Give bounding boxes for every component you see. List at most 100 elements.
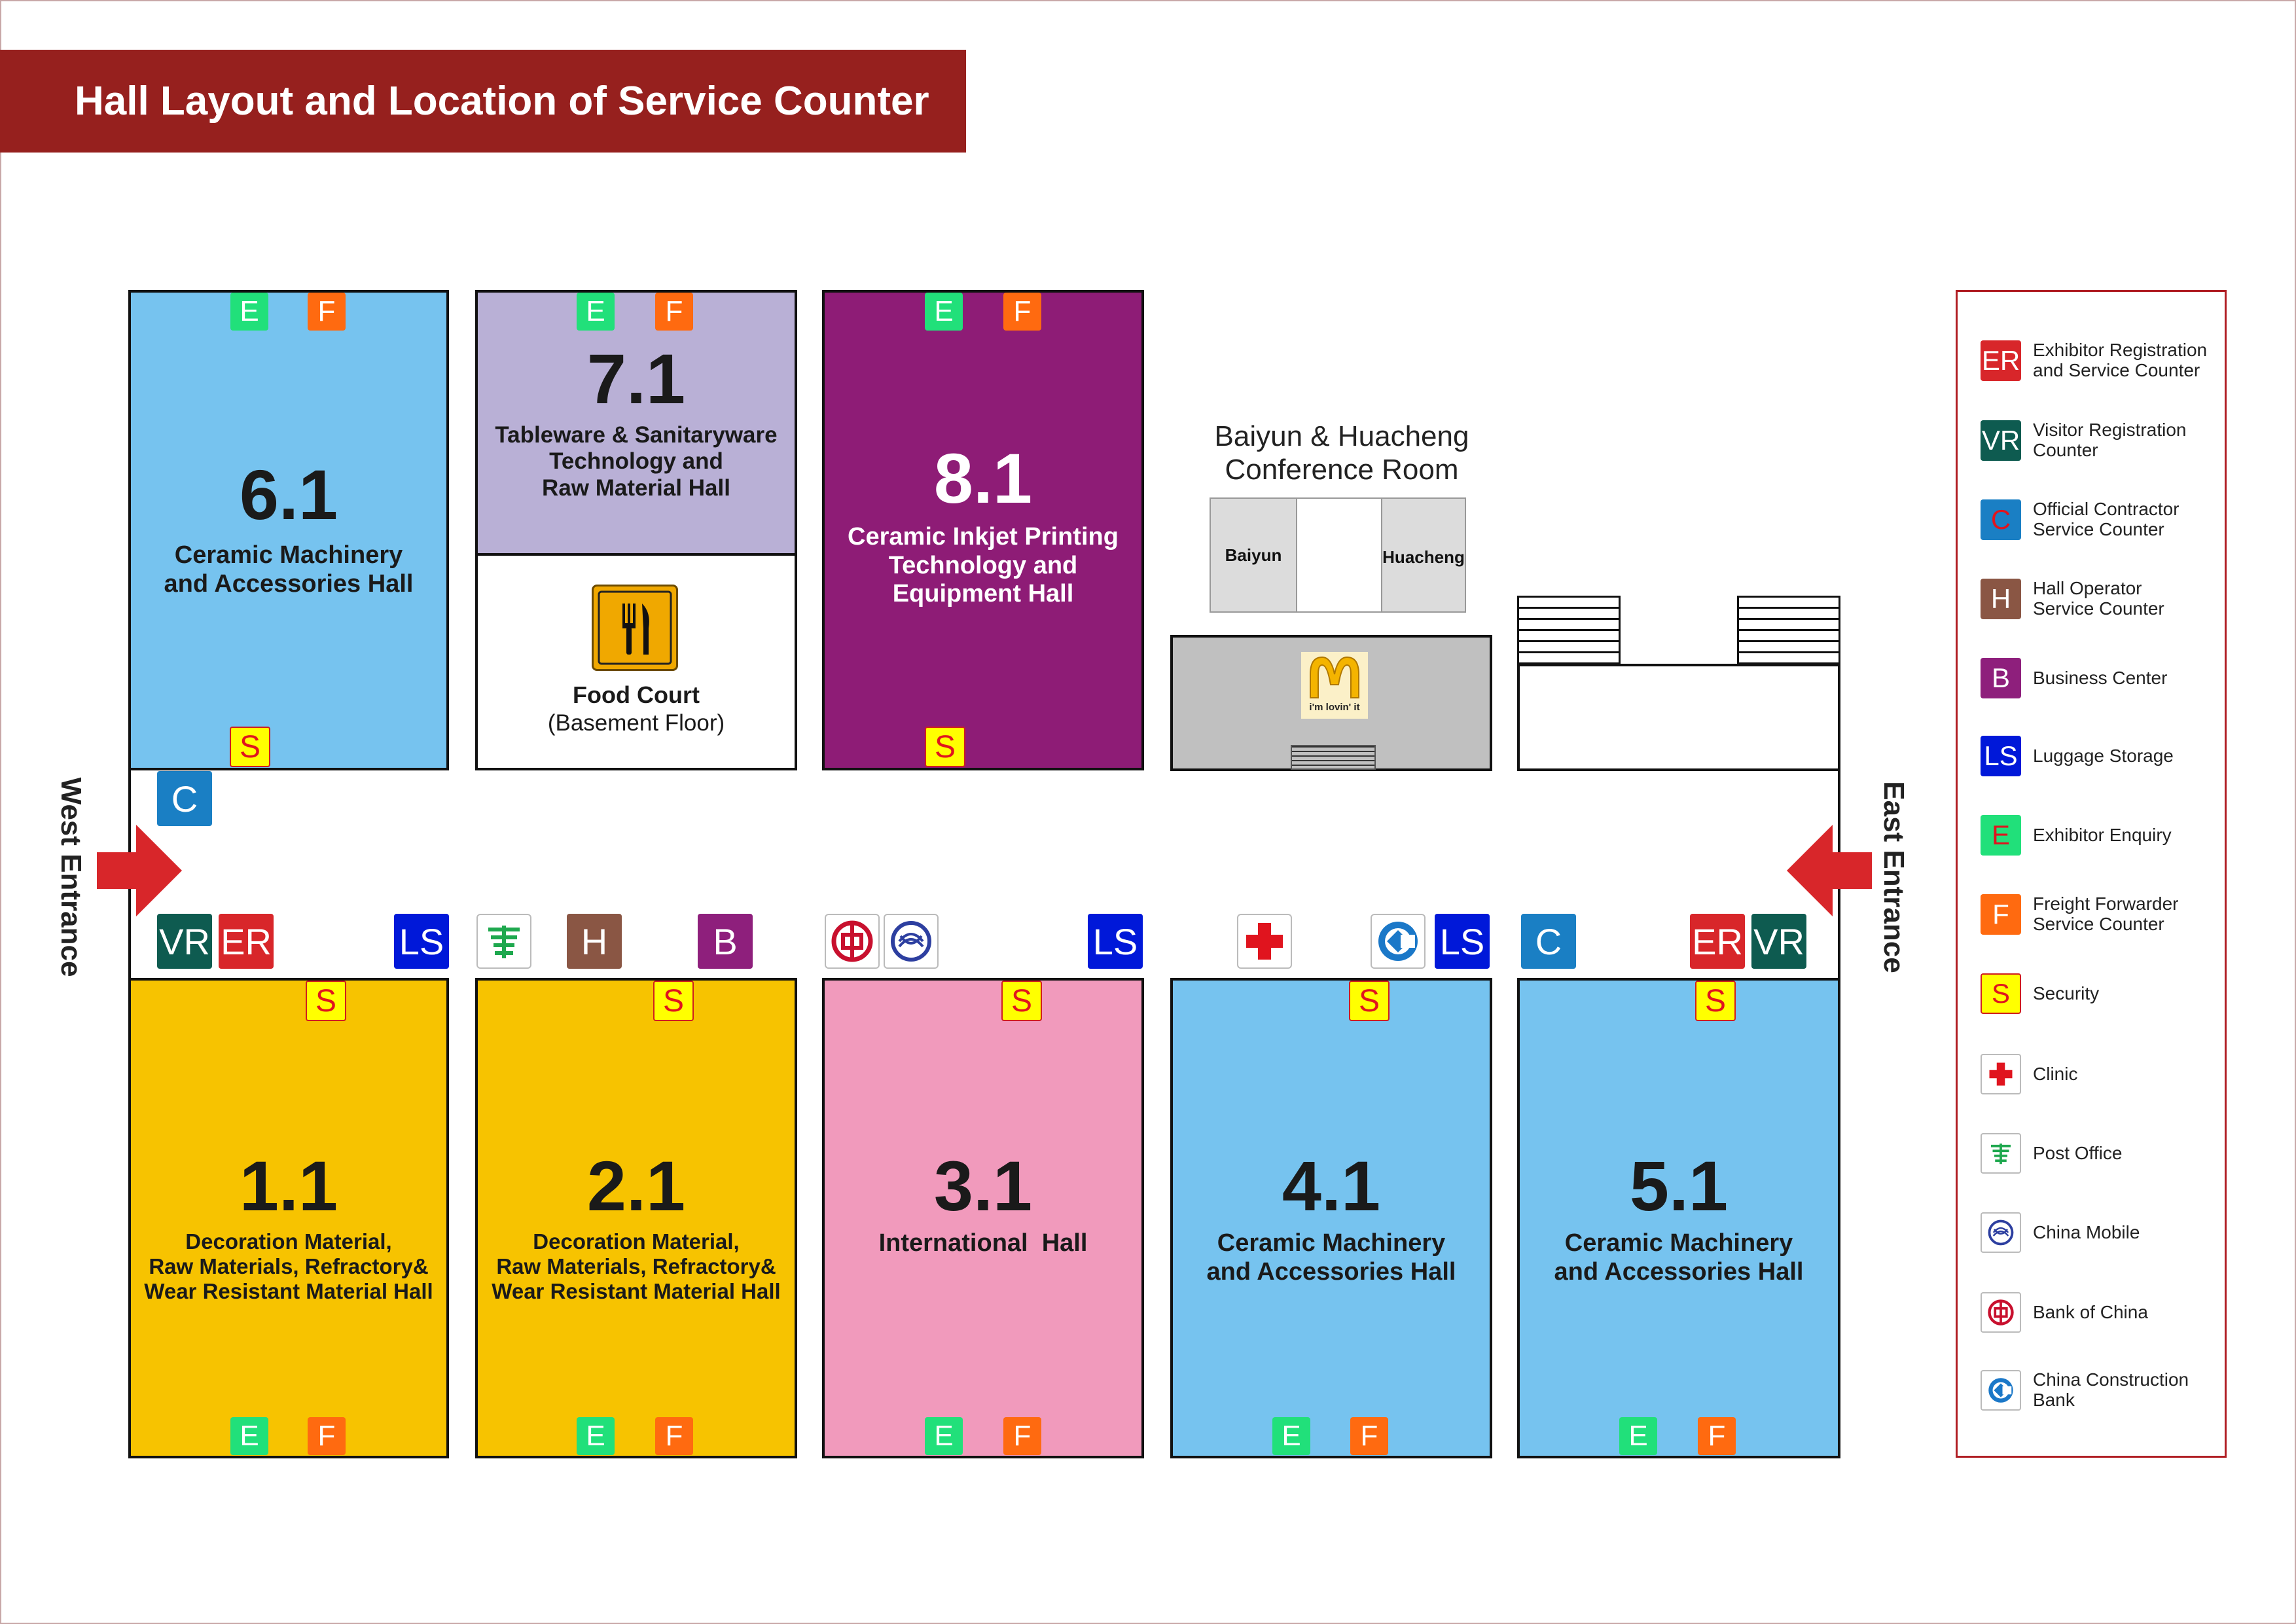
huacheng-room[interactable]: Huacheng: [1381, 499, 1465, 611]
legend-text: Security: [2033, 983, 2100, 1003]
legend-text: Bank of China: [2033, 1301, 2148, 1322]
legend-text: China Mobile: [2033, 1221, 2140, 1242]
mcdonalds-slogan: i'm lovin' it: [1309, 702, 1360, 713]
vr-icon: VR: [1981, 420, 2021, 461]
security-icon[interactable]: S: [1695, 981, 1736, 1021]
hall-label: Ceramic Machinery and Accessories Hall: [1206, 1229, 1456, 1286]
legend-text: Post Office: [2033, 1142, 2123, 1163]
exhibitor-enquiry-icon[interactable]: E: [925, 293, 963, 331]
food-court-icon[interactable]: [592, 585, 678, 671]
hall-label: Decoration Material, Raw Materials, Refr…: [492, 1229, 781, 1303]
freight-forwarder-icon[interactable]: F: [1698, 1417, 1736, 1455]
visitor-registration-icon[interactable]: VR: [1751, 914, 1806, 969]
legend-item-china-mobile: China Mobile: [1981, 1212, 2140, 1253]
bank-of-china-icon[interactable]: [825, 914, 880, 969]
clinic-cross-icon: [1981, 1054, 2021, 1094]
stairs-icon: [1291, 745, 1376, 770]
legend-text: Hall Operator Service Counter: [2033, 578, 2164, 619]
legend-text: Freight Forwarder Service Counter: [2033, 893, 2179, 934]
hall-label: Ceramic Machinery and Accessories Hall: [1554, 1229, 1804, 1286]
china-construction-bank-icon: [1981, 1370, 2021, 1411]
security-icon[interactable]: S: [653, 981, 694, 1021]
hall-number: 4.1: [1282, 1146, 1381, 1225]
legend-item-h: H Hall Operator Service Counter: [1981, 578, 2164, 619]
baiyun-room[interactable]: Baiyun: [1211, 499, 1297, 611]
exhibitor-enquiry-icon[interactable]: E: [1272, 1417, 1310, 1455]
exhibitor-enquiry-icon[interactable]: E: [230, 1417, 268, 1455]
exhibitor-enquiry-icon[interactable]: E: [1619, 1417, 1657, 1455]
hall-3-1[interactable]: 3.1 International Hall: [822, 978, 1144, 1458]
freight-forwarder-icon[interactable]: F: [308, 1417, 346, 1455]
hall-6-1[interactable]: 6.1 Ceramic Machinery and Accessories Ha…: [128, 290, 449, 770]
legend-text: Exhibitor Enquiry: [2033, 824, 2172, 845]
legend-item-b: B Business Center: [1981, 658, 2167, 698]
luggage-storage-icon[interactable]: LS: [1088, 914, 1143, 969]
hall-2-1[interactable]: 2.1 Decoration Material, Raw Materials, …: [475, 978, 797, 1458]
legend-item-c: C Official Contractor Service Counter: [1981, 499, 2179, 540]
freight-forwarder-icon[interactable]: F: [1003, 293, 1041, 331]
east-entrance-arrow-icon[interactable]: [1787, 825, 1872, 920]
exhibitor-enquiry-icon[interactable]: E: [577, 293, 615, 331]
clinic-cross-icon[interactable]: [1237, 914, 1292, 969]
luggage-storage-icon[interactable]: LS: [394, 914, 449, 969]
freight-forwarder-icon[interactable]: F: [1350, 1417, 1388, 1455]
exhibitor-enquiry-icon[interactable]: E: [925, 1417, 963, 1455]
hall-label: International Hall: [878, 1229, 1088, 1257]
page-title: Hall Layout and Location of Service Coun…: [75, 79, 929, 124]
hall-1-1[interactable]: 1.1 Decoration Material, Raw Materials, …: [128, 978, 449, 1458]
h-icon: H: [1981, 579, 2021, 619]
hall-label: Ceramic Machinery and Accessories Hall: [164, 541, 414, 598]
security-icon[interactable]: S: [230, 727, 270, 767]
visitor-registration-icon[interactable]: VR: [157, 914, 212, 969]
exhibitor-enquiry-icon[interactable]: E: [577, 1417, 615, 1455]
exhibitor-enquiry-icon[interactable]: E: [230, 293, 268, 331]
luggage-storage-icon[interactable]: LS: [1435, 914, 1490, 969]
china-mobile-icon[interactable]: [884, 914, 939, 969]
freight-forwarder-icon[interactable]: F: [1003, 1417, 1041, 1455]
hall-7-1[interactable]: 7.1 Tableware & Sanitaryware Technology …: [475, 290, 797, 770]
ls-icon: LS: [1981, 736, 2021, 776]
business-center-icon[interactable]: B: [698, 914, 753, 969]
legend-item-e: E Exhibitor Enquiry: [1981, 815, 2172, 856]
stairs-icon: [1517, 596, 1621, 666]
legend-item-ccb: China Construction Bank: [1981, 1369, 2189, 1411]
c-icon: C: [1981, 499, 2021, 540]
west-entrance-arrow-icon[interactable]: [97, 825, 182, 920]
hall-5-1[interactable]: 5.1 Ceramic Machinery and Accessories Ha…: [1517, 978, 1840, 1458]
hall-operator-icon[interactable]: H: [567, 914, 622, 969]
legend-item-post: Post Office: [1981, 1133, 2122, 1174]
post-office-icon[interactable]: [476, 914, 531, 969]
legend-item-ls: LS Luggage Storage: [1981, 736, 2174, 776]
contractor-service-icon[interactable]: C: [1521, 914, 1576, 969]
hall-4-1[interactable]: 4.1 Ceramic Machinery and Accessories Ha…: [1170, 978, 1492, 1458]
west-entrance-label: West Entrance: [55, 777, 87, 977]
legend-text: Business Center: [2033, 667, 2168, 688]
baiyun-label: Baiyun: [1225, 545, 1282, 565]
contractor-service-icon[interactable]: C: [157, 771, 212, 826]
hall-number: 7.1: [586, 339, 686, 418]
conference-room[interactable]: Baiyun Huacheng: [1210, 497, 1466, 613]
exhibitor-registration-icon[interactable]: ER: [1690, 914, 1745, 969]
food-court-title: Food Court: [573, 681, 700, 708]
freight-forwarder-icon[interactable]: F: [655, 293, 693, 331]
mcdonalds-logo[interactable]: i'm lovin' it: [1301, 652, 1368, 719]
legend-text: Clinic: [2033, 1063, 2078, 1084]
hall-number: 6.1: [239, 455, 338, 534]
legend-text: Luggage Storage: [2033, 745, 2174, 766]
legend-item-s: S Security: [1981, 973, 2099, 1014]
freight-forwarder-icon[interactable]: F: [308, 293, 346, 331]
legend-text: Official Contractor Service Counter: [2033, 499, 2179, 539]
bank-of-china-icon: [1981, 1292, 2021, 1333]
china-construction-bank-icon[interactable]: [1371, 914, 1426, 969]
mcdonalds-building[interactable]: i'm lovin' it: [1170, 635, 1492, 771]
freight-forwarder-icon[interactable]: F: [655, 1417, 693, 1455]
building-block: [1517, 664, 1840, 771]
security-icon[interactable]: S: [925, 727, 965, 767]
hall-8-1[interactable]: 8.1 Ceramic Inkjet Printing Technology a…: [822, 290, 1144, 770]
security-icon[interactable]: S: [306, 981, 346, 1021]
china-mobile-icon: [1981, 1212, 2021, 1253]
security-icon[interactable]: S: [1349, 981, 1390, 1021]
exhibitor-registration-icon[interactable]: ER: [219, 914, 274, 969]
security-icon[interactable]: S: [1001, 981, 1042, 1021]
